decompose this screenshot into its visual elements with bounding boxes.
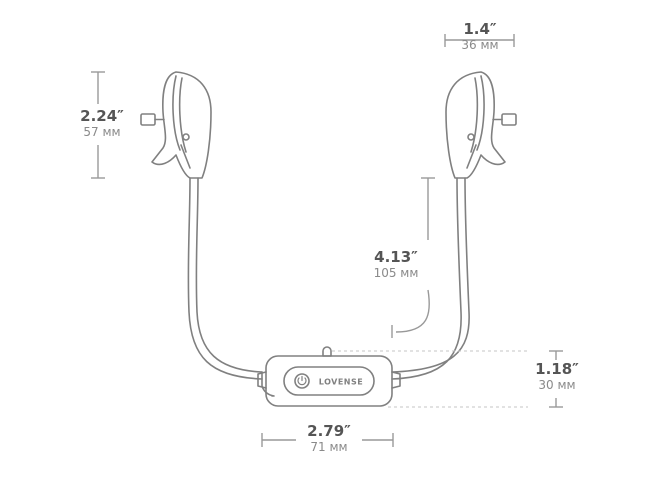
controller-height-dimension-line: [549, 350, 563, 408]
clip-height-imperial: 2.24″: [80, 107, 124, 125]
controller: [257, 346, 401, 407]
left-clamp: [140, 71, 212, 179]
controller-height-metric: 30 мм: [538, 378, 576, 392]
controller-height-imperial: 1.18″: [535, 360, 579, 378]
controller-button-strip: [283, 366, 375, 396]
controller-width-metric: 71 мм: [310, 440, 348, 454]
controller-height-guides: [332, 350, 528, 408]
cord-length-label: 4.13″ 105 мм: [362, 248, 430, 280]
controller-width-imperial: 2.79″: [307, 422, 351, 440]
cord-left: [187, 177, 263, 380]
cord-length-metric: 105 мм: [373, 266, 419, 280]
brand-logo: LOVENSE: [319, 378, 363, 387]
cord-length-dimension-line: [391, 177, 435, 338]
controller-width-dimension-line: [261, 433, 394, 447]
power-button-icon: [294, 373, 310, 389]
controller-width-label: 2.79″ 71 мм: [296, 422, 362, 454]
clip-width-imperial: 1.4″: [463, 20, 497, 38]
clip-width-label: 1.4″ 36 мм: [444, 20, 516, 52]
right-clamp: [445, 71, 517, 179]
charging-port: [322, 346, 332, 357]
controller-height-label: 1.18″ 30 мм: [526, 360, 588, 392]
clip-height-dimension-line: [91, 71, 105, 179]
clip-height-metric: 57 мм: [83, 125, 121, 139]
clip-width-dimension-line: [444, 34, 515, 47]
clip-width-metric: 36 мм: [461, 38, 499, 52]
cord-right: [391, 177, 470, 380]
clip-height-label: 2.24″ 57 мм: [70, 107, 134, 139]
cord-length-imperial: 4.13″: [374, 248, 418, 266]
